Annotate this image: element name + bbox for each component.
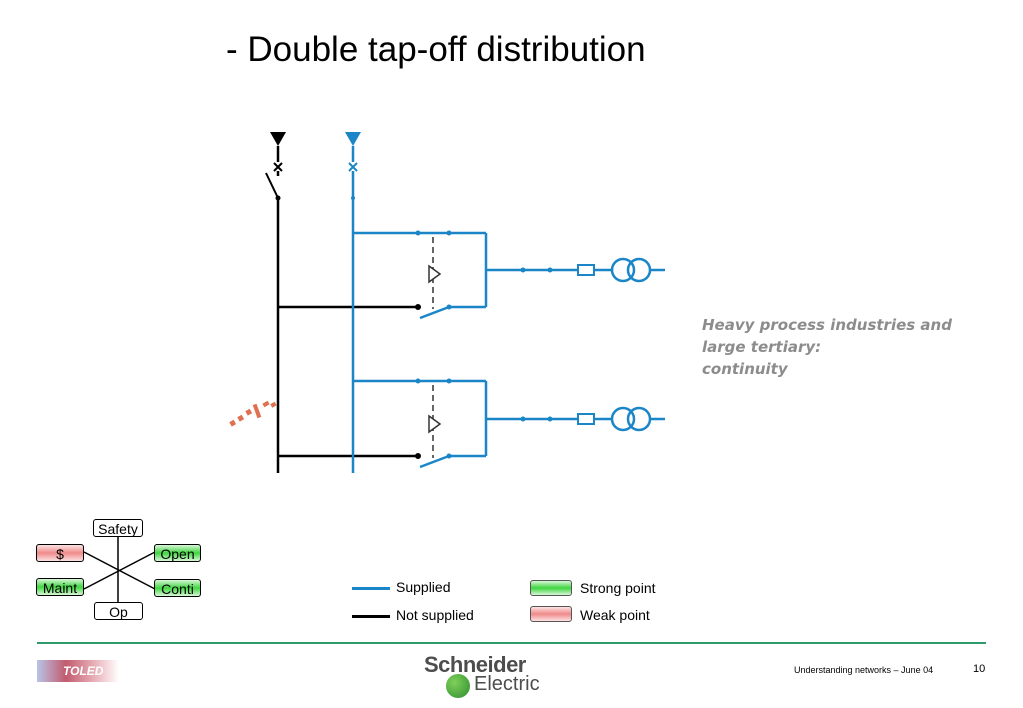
- black-source: [265, 132, 421, 473]
- transformer-2-secondary-icon: [626, 406, 652, 432]
- brand-bottom: Electric: [474, 673, 540, 695]
- legend-weak-swatch: [530, 606, 572, 622]
- blue-source: [345, 132, 361, 473]
- footer-rule: [37, 642, 986, 644]
- tap-off-1: [353, 230, 665, 320]
- legend-not-supplied-label: Not supplied: [396, 607, 474, 623]
- legend-not-supplied-line: [352, 615, 390, 618]
- criteria-conti: Conti: [154, 579, 201, 597]
- transformer-2-primary-icon: [610, 406, 636, 432]
- transformer-1-secondary-icon: [626, 257, 652, 283]
- legend-supplied-label: Supplied: [396, 579, 451, 595]
- transfer-switch-1: [419, 305, 450, 320]
- caption-line-2: large tertiary:: [702, 338, 822, 356]
- criteria-cost: $: [36, 544, 84, 562]
- caption-line-1: Heavy process industries and: [702, 316, 952, 334]
- fuse-1-icon: [577, 264, 595, 276]
- brand-mark-icon: [446, 674, 470, 698]
- tap-off-2: [353, 378, 665, 469]
- criteria-open: Open: [154, 544, 201, 562]
- transformer-1-primary-icon: [610, 257, 636, 283]
- fuse-2-icon: [577, 413, 595, 425]
- fault-marker-icon: [229, 400, 277, 427]
- black-source-arrow-icon: [270, 132, 286, 146]
- toled-logo: TOLED: [37, 660, 119, 682]
- criteria-star: [83, 537, 156, 604]
- page-title: - Double tap-off distribution: [226, 30, 646, 69]
- black-source-switch: [265, 172, 279, 199]
- brand-top: Schneider: [424, 652, 526, 677]
- criteria-maint: Maint: [36, 578, 84, 596]
- page-number: 10: [973, 663, 986, 675]
- transfer-switch-2: [419, 454, 450, 469]
- caption-line-3: continuity: [702, 360, 788, 378]
- blue-source-breaker-x-icon: [348, 162, 358, 172]
- interlock-2-icon: [428, 414, 442, 434]
- blue-source-arrow-icon: [345, 132, 361, 146]
- legend-strong-swatch: [530, 580, 572, 596]
- legend-weak-label: Weak point: [580, 607, 650, 623]
- interlock-1-icon: [428, 264, 442, 284]
- legend-strong-label: Strong point: [580, 580, 656, 596]
- caption: Heavy process industries and large terti…: [702, 314, 1002, 380]
- black-source-breaker-x-icon: [273, 162, 283, 172]
- legend-supplied-line: [352, 587, 390, 590]
- criteria-safety: Safety: [93, 519, 143, 537]
- criteria-op: Op: [94, 602, 143, 620]
- footer-note: Understanding networks – June 04: [794, 665, 934, 675]
